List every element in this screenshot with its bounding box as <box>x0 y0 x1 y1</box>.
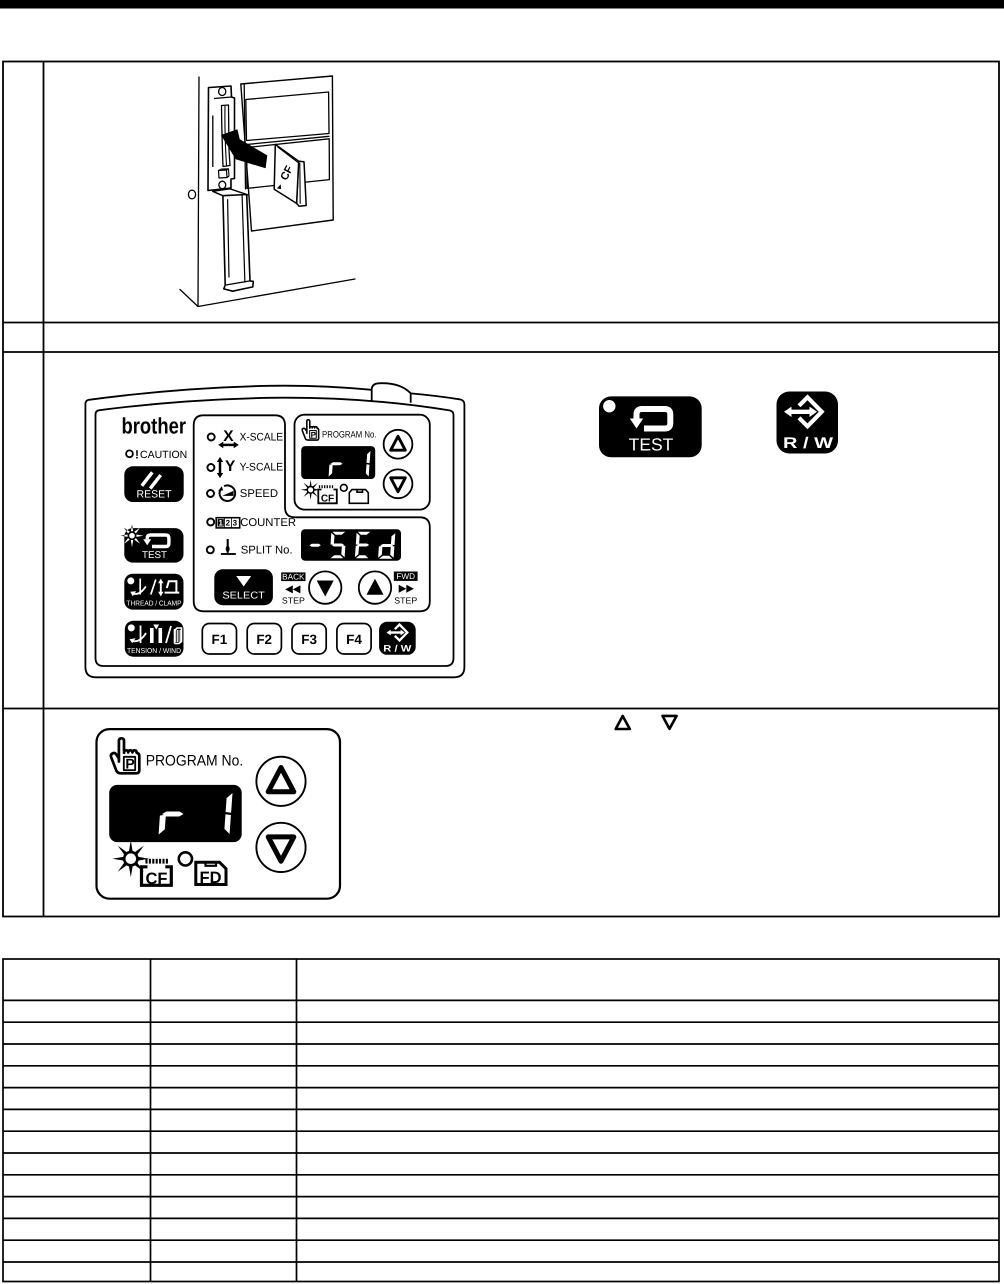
svg-text:SPEED: SPEED <box>240 488 278 500</box>
svg-text:PROGRAM No.: PROGRAM No. <box>322 429 377 439</box>
svg-text:R / W: R / W <box>383 643 411 653</box>
svg-text:F1: F1 <box>212 632 228 647</box>
svg-text:CAUTION: CAUTION <box>140 449 187 461</box>
svg-text:CF: CF <box>146 870 168 888</box>
svg-text:FWD: FWD <box>396 572 415 581</box>
svg-text:SPLIT No.: SPLIT No. <box>241 544 293 556</box>
svg-text:STEP: STEP <box>282 595 305 605</box>
svg-text:R / W: R / W <box>783 435 833 452</box>
svg-text:SELECT: SELECT <box>222 591 265 602</box>
svg-text:TENSION / WIND: TENSION / WIND <box>127 647 181 655</box>
svg-text:X-SCALE: X-SCALE <box>240 431 284 443</box>
svg-text:COUNTER: COUNTER <box>240 517 296 529</box>
svg-text:F3: F3 <box>301 632 317 647</box>
svg-text:X: X <box>223 428 234 445</box>
svg-text:CF: CF <box>321 494 334 505</box>
svg-text:FD: FD <box>200 869 222 887</box>
svg-text:2: 2 <box>226 519 231 528</box>
svg-text:THREAD / CLAMP: THREAD / CLAMP <box>127 600 182 608</box>
svg-text:!: ! <box>135 448 139 462</box>
svg-text:RESET: RESET <box>136 489 172 501</box>
svg-text:PROGRAM No.: PROGRAM No. <box>146 753 244 770</box>
svg-text:P: P <box>125 756 134 772</box>
svg-text:Y-SCALE: Y-SCALE <box>240 462 284 474</box>
svg-text:F4: F4 <box>346 632 362 647</box>
svg-text:F2: F2 <box>256 632 272 647</box>
svg-text:TEST: TEST <box>142 550 167 561</box>
svg-text:BACK: BACK <box>282 573 305 582</box>
svg-text:P: P <box>311 430 316 439</box>
svg-text:brother: brother <box>122 414 187 439</box>
svg-text:TEST: TEST <box>629 435 674 455</box>
svg-text:3: 3 <box>233 519 238 528</box>
svg-text:Y: Y <box>225 458 236 475</box>
svg-text:1: 1 <box>218 519 223 528</box>
svg-text:STEP: STEP <box>394 595 417 605</box>
